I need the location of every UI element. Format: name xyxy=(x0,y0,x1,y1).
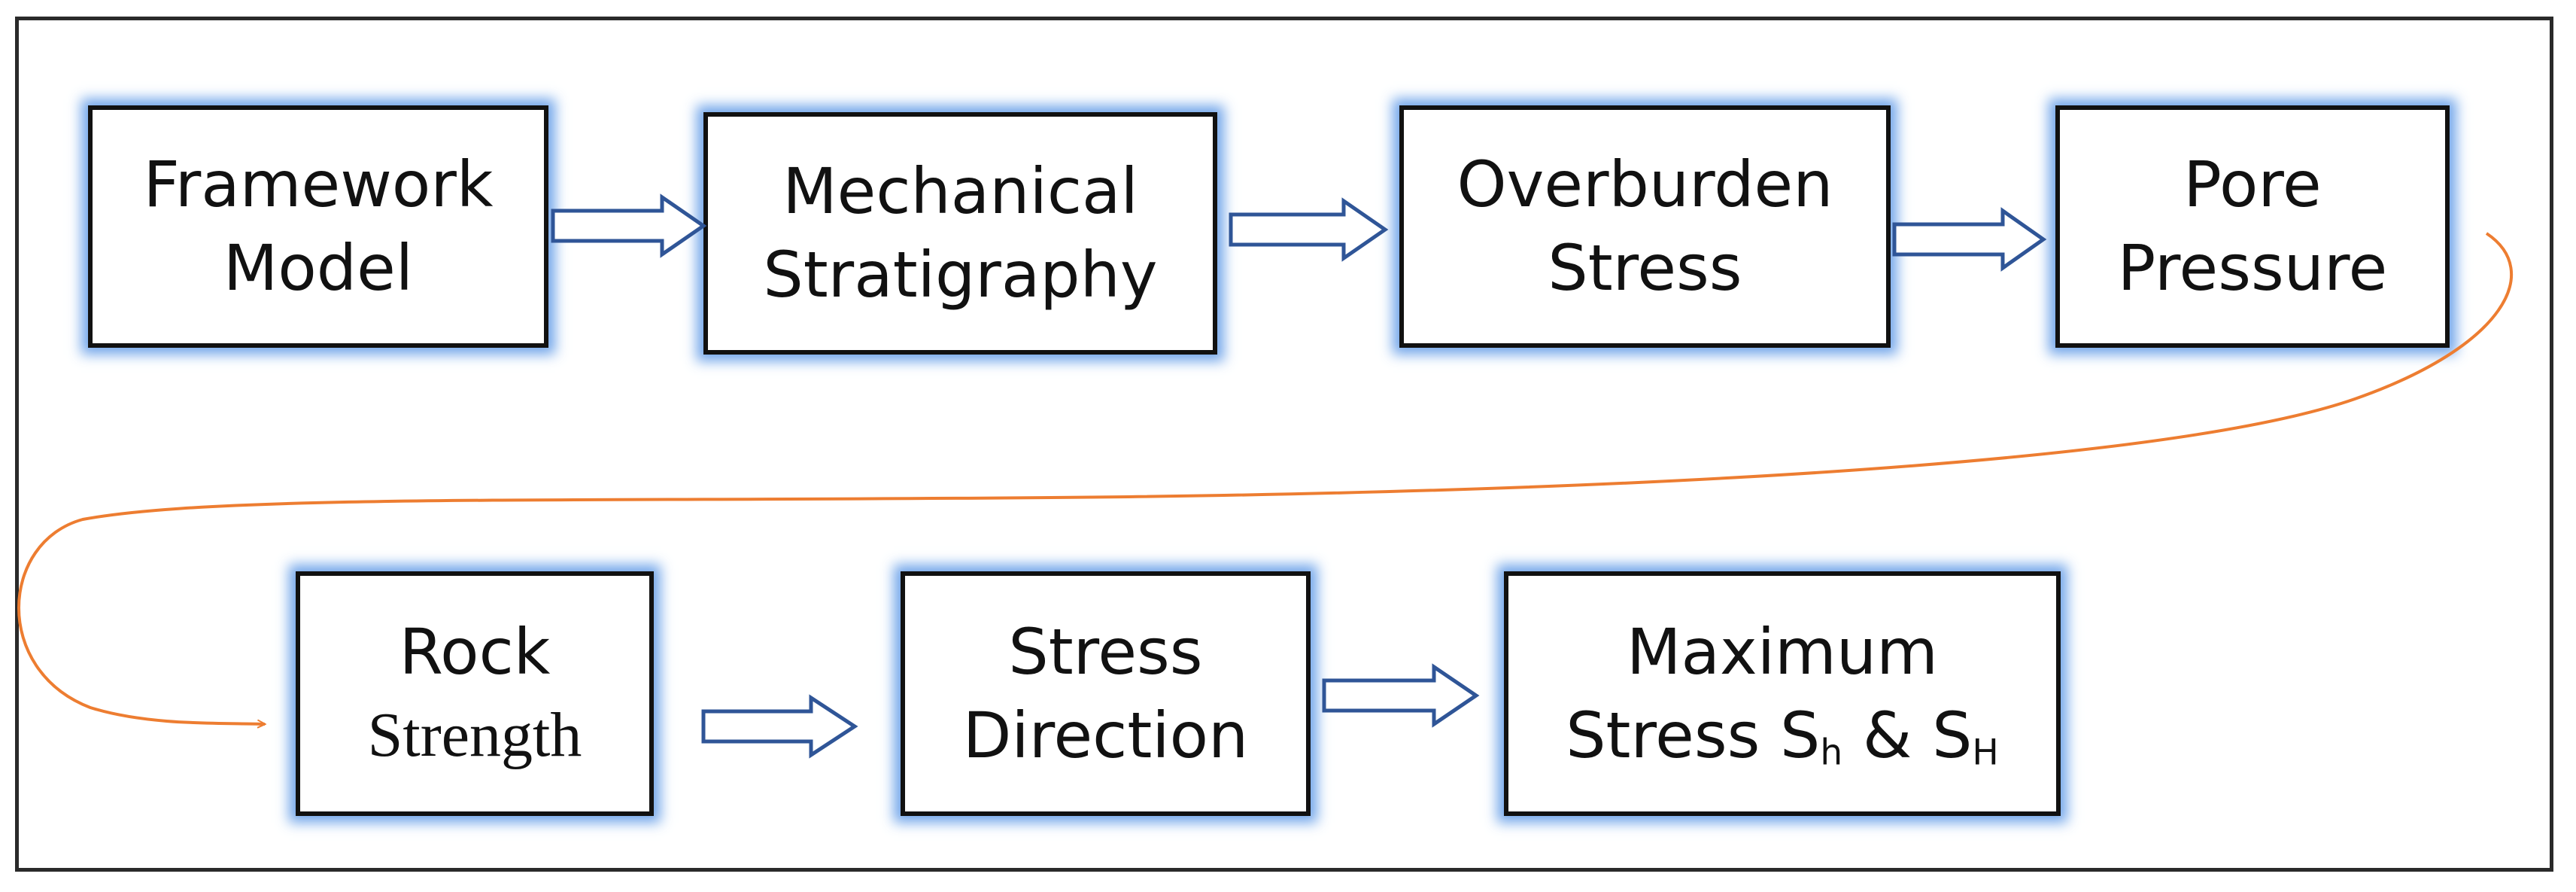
box-label-line: Stratigraphy xyxy=(763,238,1158,312)
box-label-line: Stress xyxy=(1548,231,1742,305)
box-label-line: Maximum xyxy=(1627,614,1938,689)
block-arrow-right-icon xyxy=(1892,207,2047,272)
box-stress-direction: Stress Direction xyxy=(901,571,1311,816)
box-label-line: Framework xyxy=(143,148,494,222)
block-arrow-right-icon xyxy=(701,694,858,759)
block-arrow-right-icon xyxy=(551,193,707,258)
subscript-h: h xyxy=(1820,731,1843,773)
box-label-line: Stress xyxy=(1008,614,1203,689)
curved-connector-arrow-icon xyxy=(17,232,2514,724)
box-pore-pressure: Pore Pressure xyxy=(2055,105,2450,348)
amp-connector: & S xyxy=(1842,698,1973,772)
stress-prefix: Stress S xyxy=(1566,698,1821,772)
box-label-line: Strength xyxy=(367,699,582,770)
box-label-line-with-subscripts: Stress Sh & SH xyxy=(1566,694,1999,778)
box-label-line: Pore xyxy=(2183,148,2322,222)
box-label-line: Pressure xyxy=(2117,231,2388,305)
box-maximum-stress: Maximum Stress Sh & SH xyxy=(1504,571,2061,816)
box-rock-strength: Rock Strength xyxy=(296,571,654,816)
box-label-line: Direction xyxy=(962,698,1249,772)
box-label-line: Rock xyxy=(399,614,551,689)
box-label-line: Overburden xyxy=(1457,148,1833,222)
box-mechanical-stratigraphy: Mechanical Stratigraphy xyxy=(703,112,1217,355)
block-arrow-right-icon xyxy=(1229,197,1389,262)
box-label-line: Model xyxy=(223,231,414,305)
box-label-line: Mechanical xyxy=(782,154,1138,229)
box-framework-model: Framework Model xyxy=(88,105,548,348)
subscript-H: H xyxy=(1972,731,1999,773)
box-overburden-stress: Overburden Stress xyxy=(1399,105,1891,348)
block-arrow-right-icon xyxy=(1322,663,1480,728)
